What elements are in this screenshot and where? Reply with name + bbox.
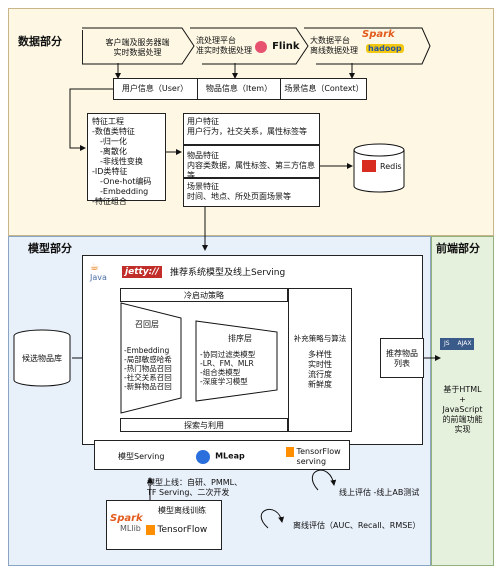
user-feature: 用户特征 用户行为，社交关系，属性标签等: [183, 113, 320, 145]
redis-label: Redis: [380, 162, 402, 171]
client-title: 客户端及服务器端: [105, 38, 170, 47]
stream-subtitle: 准实时数据处理: [196, 46, 252, 55]
candidate-db: 候选物品库: [12, 328, 72, 388]
frontend-section-title: 前端部分: [436, 242, 480, 255]
source-chevrons: [82, 26, 432, 66]
recommendation-list: 推荐物品 列表: [380, 338, 424, 378]
tensorflow-logo: TensorFlow: [146, 525, 207, 536]
java-logo: ☕ Java: [90, 262, 107, 282]
jetty-logo: jetty://: [122, 266, 162, 278]
recall-title: 召回层: [135, 320, 159, 329]
spark-mllib-logo: Spark MLlib: [110, 513, 143, 533]
supplement-items: 多样性 实时性 流行度 新鲜度: [308, 350, 332, 389]
client-source: 客户端及服务器端 实时数据处理: [82, 30, 192, 64]
bigdata-title: 大数据平台: [310, 36, 350, 45]
stream-source: 流处理平台 准实时数据处理: [196, 36, 266, 56]
client-subtitle: 实时数据处理: [113, 48, 162, 57]
flink-logo: Flink: [255, 36, 303, 54]
spark-logo-top: Spark: [362, 29, 395, 40]
mleap-logo: MLeap: [196, 446, 245, 465]
stream-title: 流处理平台: [196, 36, 236, 45]
bigdata-subtitle: 离线数据处理: [310, 46, 358, 55]
cold-start-strategy: 冷启动策略: [120, 288, 288, 302]
item-info: 物品信息（Item）: [205, 84, 273, 93]
info-bar: [113, 78, 367, 100]
context-info: 场景信息（Context）: [284, 84, 364, 93]
frontend-description: 基于HTML + JavaScript 的前端功能 实现: [442, 385, 483, 434]
frontend-section: [431, 236, 494, 566]
candidate-label: 候选物品库: [22, 354, 62, 363]
recall-layer: [120, 302, 182, 414]
supplement-strategy: [288, 288, 352, 432]
rank-title: 排序层: [228, 334, 252, 343]
redis-store: Redis: [352, 142, 407, 194]
offline-evaluation: 离线评估（AUC、Recall、RMSE）: [293, 521, 421, 530]
user-info: 用户信息（User）: [121, 84, 189, 93]
supplement-title: 补充策略与算法: [293, 334, 347, 343]
model-section-title: 模型部分: [28, 242, 72, 255]
feature-engineering: 特征工程 -数值类特征 -归一化 -离散化 -非线性变换 -ID类特征 -One…: [87, 113, 166, 206]
explore-exploit: 探索与利用: [120, 418, 288, 432]
scene-feature: 场景特征 时间、地点、所处页面场景等: [183, 178, 320, 207]
hadoop-logo: hadoop: [366, 44, 404, 53]
item-feature: 物品特征 内容类数据，属性标签、第三方信息等: [183, 145, 320, 180]
js-ajax-logo: JS AJAX: [440, 338, 474, 350]
serving-title: 推荐系统模型及线上Serving: [170, 268, 286, 278]
tf-serving-logo: TensorFlow serving: [286, 447, 341, 467]
offline-training-title: 模型离线训练: [158, 506, 206, 515]
recall-items: -Embedding -局部敏感哈希 -热门物品召回 -社交关系召回 -新鲜物品…: [124, 346, 172, 391]
offline-training: [106, 500, 222, 550]
online-deployment: 模型上线：自研、PMML、 TF Serving、二次开发: [147, 478, 243, 497]
model-serving-label: 模型Serving: [118, 452, 165, 461]
model-serving-bar: [94, 440, 350, 470]
bigdata-source: 大数据平台 离线数据处理: [310, 36, 370, 56]
rank-items: -协同过滤类模型 -LR、FM、MLR -组合类模型 -深度学习模型: [200, 350, 256, 386]
online-evaluation: 线上评估 -线上AB测试: [339, 488, 420, 497]
rank-layer: [195, 320, 278, 402]
data-section-title: 数据部分: [18, 35, 62, 48]
